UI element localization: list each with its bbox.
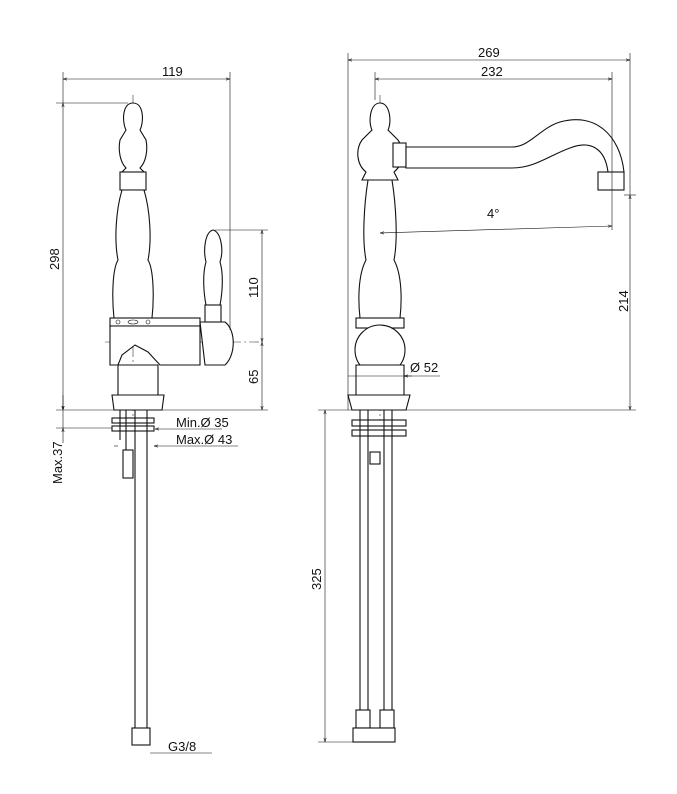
dim-max-37: Max.37 bbox=[50, 441, 65, 484]
dim-diameter-52: Ø 52 bbox=[410, 360, 438, 375]
side-faucet-body bbox=[109, 102, 234, 746]
dim-110: 110 bbox=[246, 277, 261, 298]
side-view: 119 298 110 65 Max.37 Min.Ø 35 Max.Ø 43 … bbox=[47, 64, 268, 754]
dim-232: 232 bbox=[481, 64, 503, 79]
dim-max-43: Max.Ø 43 bbox=[176, 432, 232, 447]
dim-214: 214 bbox=[616, 290, 631, 312]
front-faucet-body bbox=[347, 102, 625, 743]
thread-g38: G3/8 bbox=[168, 739, 196, 754]
dim-min-35: Min.Ø 35 bbox=[176, 415, 229, 430]
dim-269: 269 bbox=[478, 45, 500, 60]
dim-4-deg: 4° bbox=[487, 206, 499, 221]
dim-298: 298 bbox=[47, 248, 62, 270]
dim-65: 65 bbox=[246, 370, 261, 384]
front-view: 269 232 4° 214 Ø 52 325 bbox=[309, 45, 636, 743]
dim-325: 325 bbox=[309, 568, 324, 590]
dim-119: 119 bbox=[162, 64, 183, 79]
